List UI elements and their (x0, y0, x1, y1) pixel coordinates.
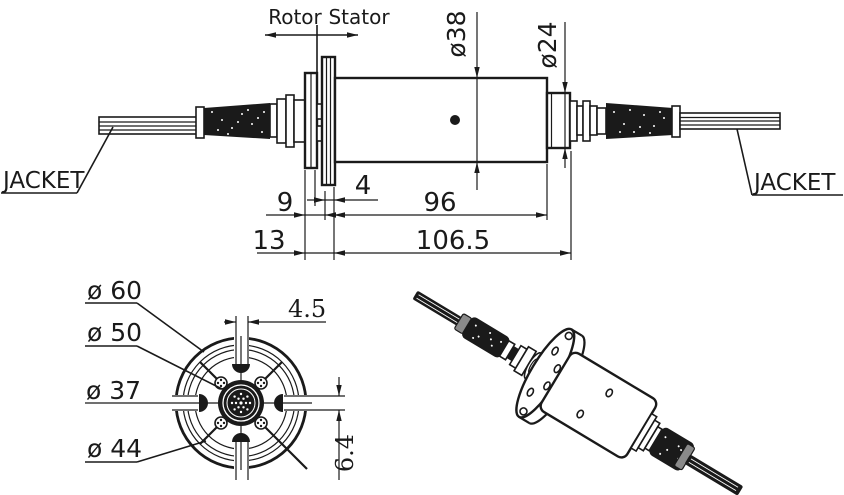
bore-diameter-label: ø 37 (86, 376, 141, 405)
slot-height-label: 6.4 (331, 434, 359, 472)
dim-slot-width: 4.5 (224, 295, 326, 325)
iso-stator-connector (629, 412, 664, 453)
jacket-callout-right: JACKET (736, 128, 843, 196)
isometric-view (413, 291, 743, 495)
flange-assembly-width-label: 13 (252, 226, 285, 256)
dim-flange-plate-thickness: 4 (307, 171, 378, 203)
jacket-label-right: JACKET (752, 170, 836, 196)
callout-outer-diameter: ø 60 (85, 276, 205, 353)
side-view: Rotor Stator ø38 ø24 (1, 5, 843, 260)
slot-width-label: 4.5 (288, 295, 326, 323)
dim-slot-height: 6.4 (331, 377, 359, 480)
center-hub (218, 380, 264, 426)
rotor-flange-plate (303, 71, 323, 170)
body-port-dot (450, 115, 460, 125)
bolt-circles (214, 376, 268, 430)
callout-pitch-diameter: ø 50 (85, 318, 223, 390)
jacket-label-left: JACKET (1, 168, 85, 194)
body-diameter-label: ø38 (442, 10, 471, 57)
rotor-connector (269, 94, 306, 148)
callout-ring-diameter: ø 44 (85, 434, 207, 463)
stator-cable-braid (606, 103, 681, 139)
rotor-label: Rotor (268, 5, 322, 29)
dim-row-9-96: 9 96 (266, 188, 547, 218)
slipring-body (333, 76, 549, 164)
iso-stator-cable (649, 427, 743, 495)
rotor-side-offset-label: 9 (277, 188, 294, 218)
outer-diameter-label: ø 60 (87, 276, 142, 305)
overall-length-label: 106.5 (416, 226, 490, 256)
end-view: ø 60 ø 50 ø 37 ø 44 4.5 (85, 276, 359, 480)
rotor-cable (98, 116, 204, 135)
dim-body-diameter: ø38 (442, 10, 480, 190)
body-length-label: 96 (423, 188, 456, 218)
stub-diameter-label: ø24 (533, 21, 562, 68)
jacket-callout-left: JACKET (1, 126, 114, 194)
stator-stub (545, 91, 572, 150)
rotor-cable-braid (195, 103, 270, 139)
stator-label: Stator (328, 5, 390, 29)
iso-rotor-cable (413, 291, 510, 358)
dim-row-13-1065: 13 106.5 (252, 226, 571, 256)
slot-edge-lines (172, 316, 345, 480)
key-domes (199, 364, 283, 442)
rotor-stator-indicator: Rotor Stator (265, 5, 390, 73)
pitch-diameter-label: ø 50 (87, 318, 142, 347)
stator-cable (679, 112, 781, 130)
flange-plate-thickness-label: 4 (355, 171, 372, 201)
dim-stub-diameter: ø24 (533, 21, 568, 168)
stator-connector (569, 100, 607, 142)
stator-flange-plate (320, 55, 337, 187)
ring-diameter-label: ø 44 (87, 434, 142, 463)
callout-bore-diameter: ø 37 (86, 376, 141, 405)
